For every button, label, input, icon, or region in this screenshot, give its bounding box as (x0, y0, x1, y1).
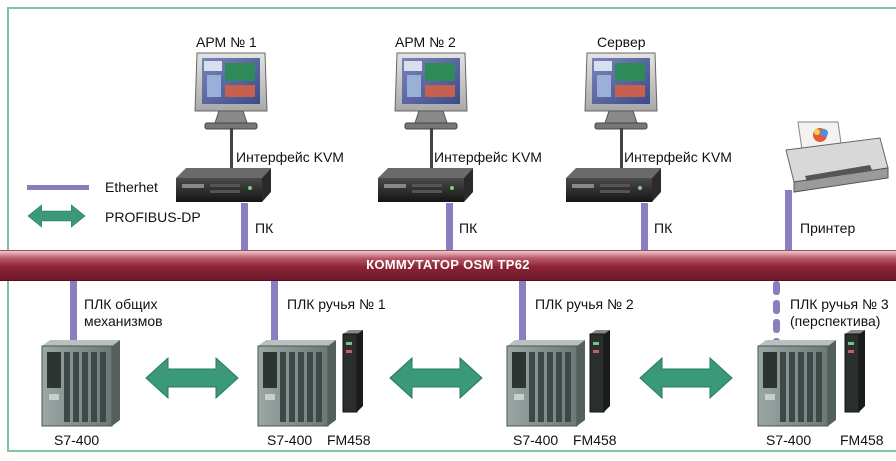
fm458-module-icon (589, 329, 611, 413)
legend-ethernet-line (27, 185, 89, 190)
legend-ethernet-label: Etherhet (105, 179, 158, 195)
cpu-label: S7-400 (766, 432, 812, 448)
kvm-label: Интерфейс KVM (434, 149, 542, 165)
eth-link-plc1 (271, 279, 278, 349)
plc-label: ПЛК ручья № 2 (535, 296, 634, 312)
fm-label: FM458 (840, 432, 884, 448)
eth-link-printer (785, 190, 792, 251)
server-icon (566, 168, 661, 202)
plc-label-line2: (перспектива) (790, 313, 881, 329)
cpu-label: S7-400 (513, 432, 559, 448)
kvm-label: Интерфейс KVM (236, 149, 344, 165)
eth-link-plc3-dashed (773, 281, 780, 295)
eth-link-plc3-dashed (773, 300, 780, 314)
plc-rack-icon (757, 339, 837, 427)
monitor-icon (394, 52, 468, 130)
fm-label: FM458 (327, 432, 371, 448)
pc-label: ПК (459, 220, 478, 236)
eth-link-plc3-dashed (773, 319, 780, 333)
pc-label: ПК (654, 220, 673, 236)
plc-label: ПЛК ручья № 1 (287, 296, 386, 312)
cpu-label: S7-400 (54, 432, 100, 448)
fm458-module-icon (844, 329, 866, 413)
plc-label: ПЛК ручья № 3 (790, 296, 889, 312)
kvm-label: Интерфейс KVM (624, 149, 732, 165)
switch-label: КОММУТАТОР OSM TP62 (366, 257, 530, 272)
kvm-cable (230, 128, 233, 170)
workstation-title: АРМ № 1 (196, 34, 257, 50)
server-icon (378, 168, 473, 202)
eth-link-plc2 (519, 279, 526, 349)
fm-label: FM458 (573, 432, 617, 448)
double-arrow-icon (389, 357, 483, 399)
plc-rack-icon (506, 339, 586, 427)
workstation-title: Сервер (597, 34, 646, 50)
pc-label: ПК (255, 220, 274, 236)
plc-rack-icon (41, 339, 121, 427)
plc-label-line2: механизмов (84, 313, 163, 329)
printer-icon (785, 121, 889, 193)
eth-link-server (641, 203, 648, 251)
server-icon (176, 168, 271, 202)
printer-label: Принтер (800, 220, 856, 236)
plc-rack-icon (257, 339, 337, 427)
double-arrow-icon (639, 357, 733, 399)
fm458-module-icon (342, 329, 364, 413)
monitor-icon (584, 52, 658, 130)
kvm-cable (430, 128, 433, 170)
legend-profibus-label: PROFIBUS-DP (105, 209, 201, 225)
eth-link-pc2 (446, 203, 453, 251)
double-arrow-icon (145, 357, 239, 399)
monitor-icon (194, 52, 268, 130)
switch-bus: КОММУТАТОР OSM TP62 (0, 250, 896, 281)
kvm-cable (620, 128, 623, 170)
diagram-frame (7, 7, 896, 452)
workstation-title: АРМ № 2 (395, 34, 456, 50)
eth-link-pc1 (241, 203, 248, 251)
plc-label: ПЛК общих (84, 296, 158, 312)
double-arrow-icon (27, 204, 86, 228)
cpu-label: S7-400 (267, 432, 313, 448)
eth-link-plc0 (70, 279, 77, 349)
